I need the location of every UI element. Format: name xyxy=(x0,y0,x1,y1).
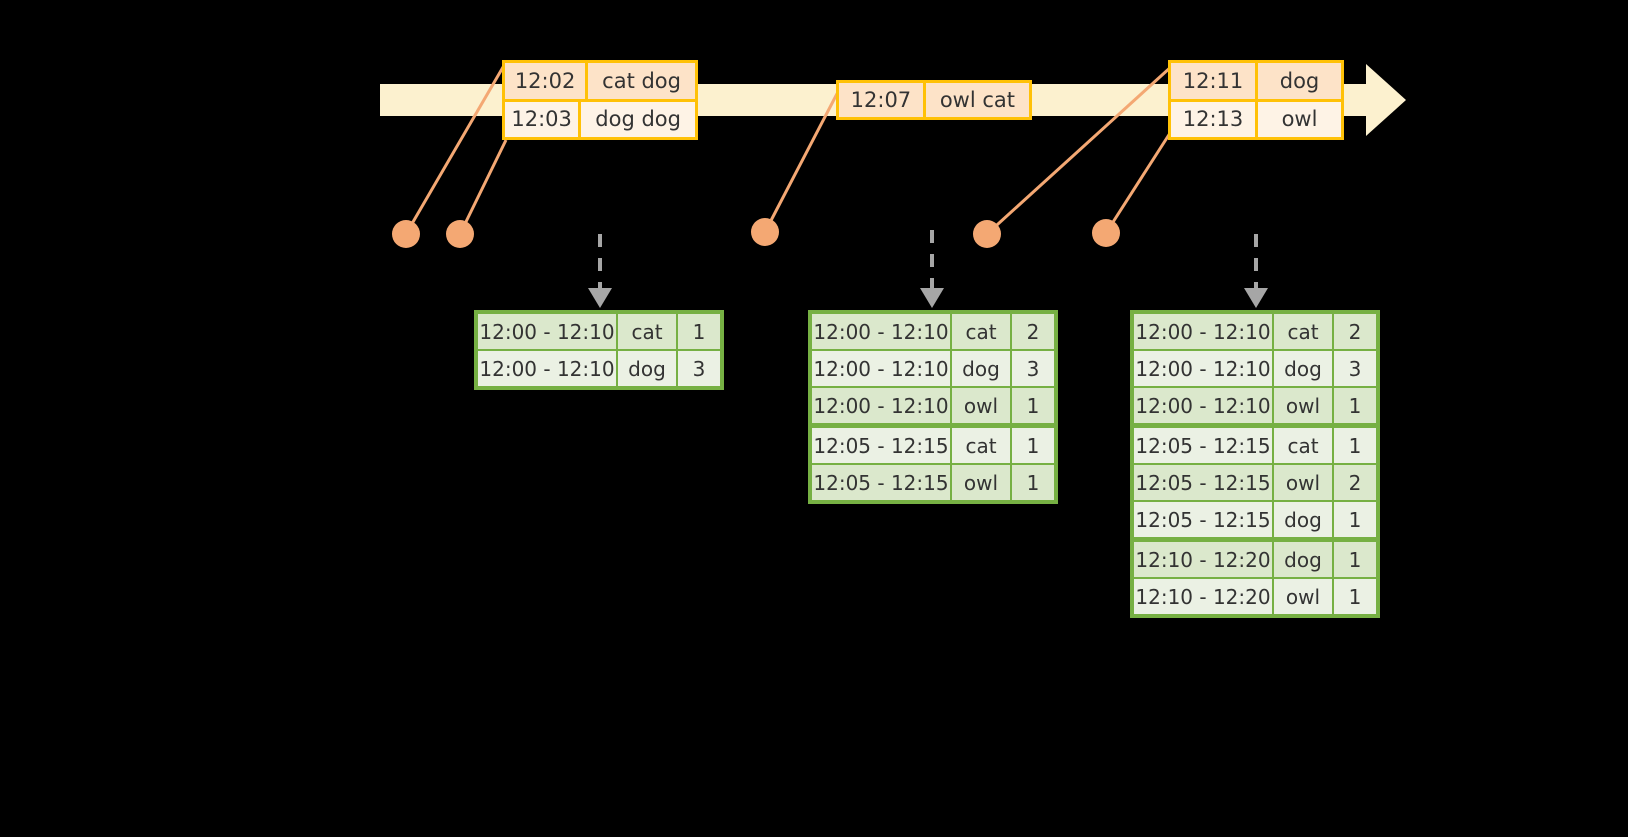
cell-word: cat xyxy=(1274,428,1332,463)
dot-12-03 xyxy=(446,220,474,248)
event-dots xyxy=(392,218,1120,248)
cell-word: dog xyxy=(1274,351,1332,386)
cell-word: dog xyxy=(1274,542,1332,577)
cell-window: 12:05 - 12:15 xyxy=(1134,502,1272,537)
cell-count: 2 xyxy=(1334,465,1376,500)
event-time: 12:03 xyxy=(505,101,582,137)
cell-count: 1 xyxy=(1334,428,1376,463)
event-row: 12:11 dog xyxy=(1171,63,1341,99)
dot-12-13 xyxy=(1092,219,1120,247)
dot-12-02 xyxy=(392,220,420,248)
cell-word: owl xyxy=(1274,388,1332,423)
event-words: owl xyxy=(1258,101,1341,137)
dot-12-11 xyxy=(973,220,1001,248)
event-time: 12:07 xyxy=(839,83,926,117)
cell-word: owl xyxy=(952,465,1010,500)
cell-window: 12:00 - 12:10 xyxy=(478,351,616,386)
cell-count: 1 xyxy=(1334,542,1376,577)
event-row: 12:07 owl cat xyxy=(839,83,1029,117)
cell-count: 1 xyxy=(1334,579,1376,614)
cell-word: cat xyxy=(1274,314,1332,349)
cell-window: 12:10 - 12:20 xyxy=(1134,579,1272,614)
cell-window: 12:05 - 12:15 xyxy=(812,428,950,463)
cell-count: 1 xyxy=(1334,388,1376,423)
cell-window: 12:05 - 12:15 xyxy=(1134,465,1272,500)
event-box-group-1[interactable]: 12:02 cat dog 12:03 dog dog xyxy=(502,60,698,140)
event-words: owl cat xyxy=(925,83,1029,117)
cell-word: cat xyxy=(952,428,1010,463)
cell-count: 1 xyxy=(1012,428,1054,463)
event-time: 12:13 xyxy=(1171,101,1258,137)
event-words: cat dog xyxy=(588,63,695,99)
cell-window: 12:10 - 12:20 xyxy=(1134,542,1272,577)
cell-word: cat xyxy=(952,314,1010,349)
cell-count: 1 xyxy=(1012,388,1054,423)
cell-window: 12:00 - 12:10 xyxy=(478,314,616,349)
event-row: 12:02 cat dog xyxy=(505,63,695,99)
cell-count: 3 xyxy=(1012,351,1054,386)
cell-window: 12:00 - 12:10 xyxy=(812,314,950,349)
cell-count: 2 xyxy=(1334,314,1376,349)
cell-window: 12:05 - 12:15 xyxy=(1134,428,1272,463)
cell-count: 3 xyxy=(1334,351,1376,386)
event-row: 12:03 dog dog xyxy=(505,98,695,137)
event-box-group-2[interactable]: 12:07 owl cat xyxy=(836,80,1032,120)
dot-12-07 xyxy=(751,218,779,246)
cell-word: dog xyxy=(618,351,676,386)
trigger-arrowheads xyxy=(588,288,1268,308)
cell-window: 12:00 - 12:10 xyxy=(1134,388,1272,423)
trigger-arrows xyxy=(598,230,1258,290)
event-words: dog dog xyxy=(581,101,695,137)
event-time: 12:02 xyxy=(505,63,589,99)
cell-count: 3 xyxy=(678,351,720,386)
cell-word: owl xyxy=(1274,465,1332,500)
event-words: dog xyxy=(1258,63,1341,99)
cell-window: 12:00 - 12:10 xyxy=(1134,314,1272,349)
cell-word: owl xyxy=(952,388,1010,423)
cell-window: 12:00 - 12:10 xyxy=(812,388,950,423)
cell-window: 12:00 - 12:10 xyxy=(1134,351,1272,386)
event-row: 12:13 owl xyxy=(1171,98,1341,137)
cell-count: 1 xyxy=(678,314,720,349)
event-box-group-3[interactable]: 12:11 dog 12:13 owl xyxy=(1168,60,1344,140)
cell-count: 1 xyxy=(1334,502,1376,537)
cell-word: owl xyxy=(1274,579,1332,614)
cell-word: cat xyxy=(618,314,676,349)
cell-window: 12:05 - 12:15 xyxy=(812,465,950,500)
event-time: 12:11 xyxy=(1171,63,1258,99)
cell-count: 1 xyxy=(1012,465,1054,500)
cell-word: dog xyxy=(1274,502,1332,537)
cell-count: 2 xyxy=(1012,314,1054,349)
cell-window: 12:00 - 12:10 xyxy=(812,351,950,386)
cell-word: dog xyxy=(952,351,1010,386)
